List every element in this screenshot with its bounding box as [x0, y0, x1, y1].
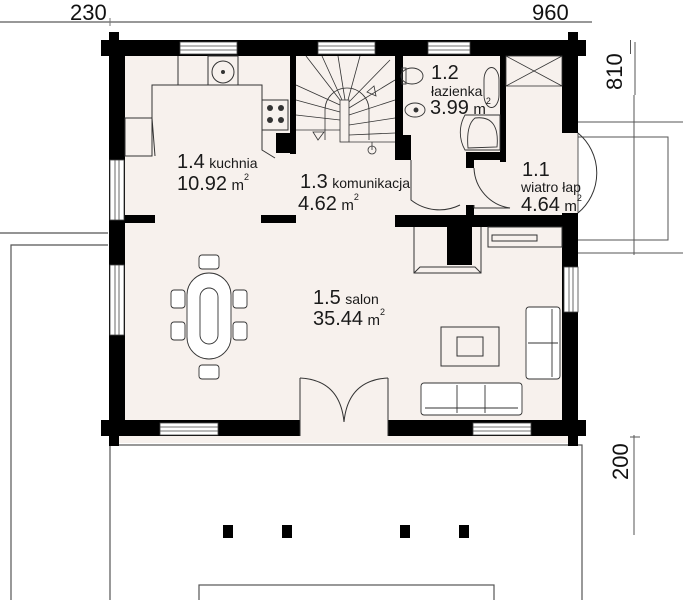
room-area-komunikacja: 4.62 m2: [298, 192, 359, 215]
terrace-post: [223, 525, 233, 538]
room-number: 1.3: [300, 171, 328, 193]
room-area: 10.92: [177, 173, 228, 195]
dimension-label-200: 200: [608, 443, 633, 480]
room-area: 4.64: [521, 194, 560, 216]
front-terrace: [109, 444, 583, 600]
room-area: 35.44: [313, 308, 364, 330]
dining-table: [170, 254, 248, 380]
dimension-label-960: 960: [532, 0, 569, 25]
terrace-post: [400, 525, 410, 538]
room-area-wiatrolap: 4.64 m2: [521, 193, 582, 216]
room-number-wiatrolap: 1.1: [522, 160, 550, 180]
room-label-kuchnia: 1.4 kuchnia: [177, 152, 258, 172]
kitchen-counter: [124, 55, 276, 159]
room-name: wiatro łap: [521, 179, 581, 195]
terrace-step: [198, 584, 495, 600]
room-number: 1.2: [431, 62, 459, 84]
sofa-right: [525, 306, 561, 380]
staircase: [295, 55, 396, 155]
front-door-opening: [300, 420, 388, 436]
shaft: [505, 55, 563, 87]
room-area-kuchnia: 10.92 m2: [177, 172, 250, 195]
terrace-post: [282, 525, 292, 538]
room-number: 1.1: [522, 159, 550, 181]
room-area: 4.62: [298, 193, 337, 215]
room-area: 3.99: [430, 97, 469, 119]
fireplace: [413, 226, 563, 274]
bathroom-door: [410, 160, 461, 211]
windows: [109, 41, 579, 436]
room-label-komunikacja: 1.3 komunikacja: [300, 172, 410, 192]
room-number-lazienka: 1.2: [431, 63, 459, 83]
room-name-wiatrolap: wiatro łap: [521, 180, 581, 196]
room-name: komunikacja: [332, 175, 411, 191]
interior-walls: [125, 54, 562, 265]
coffee-table: [440, 326, 500, 367]
front-door: [299, 377, 389, 436]
room-label-salon: 1.5 salon: [313, 288, 379, 308]
room-name: kuchnia: [209, 155, 258, 171]
entrance-step: [578, 136, 669, 241]
room-name: salon: [345, 291, 379, 307]
dimension-label-230: 230: [70, 0, 107, 25]
room-name: łazienka: [431, 83, 483, 99]
dimension-label-810: 810: [602, 53, 627, 90]
bathroom-fixtures: [400, 67, 501, 151]
sofa-bottom: [420, 382, 523, 416]
terrace-post: [459, 525, 469, 538]
stove: [261, 99, 289, 131]
room-area-salon: 35.44 m2: [313, 307, 386, 330]
room-number: 1.4: [177, 151, 205, 173]
vestibule-door: [473, 167, 511, 209]
room-area-lazienka: 3.99 m2: [430, 96, 491, 119]
room-number: 1.5: [313, 287, 341, 309]
room-name-lazienka: łazienka: [431, 84, 482, 100]
